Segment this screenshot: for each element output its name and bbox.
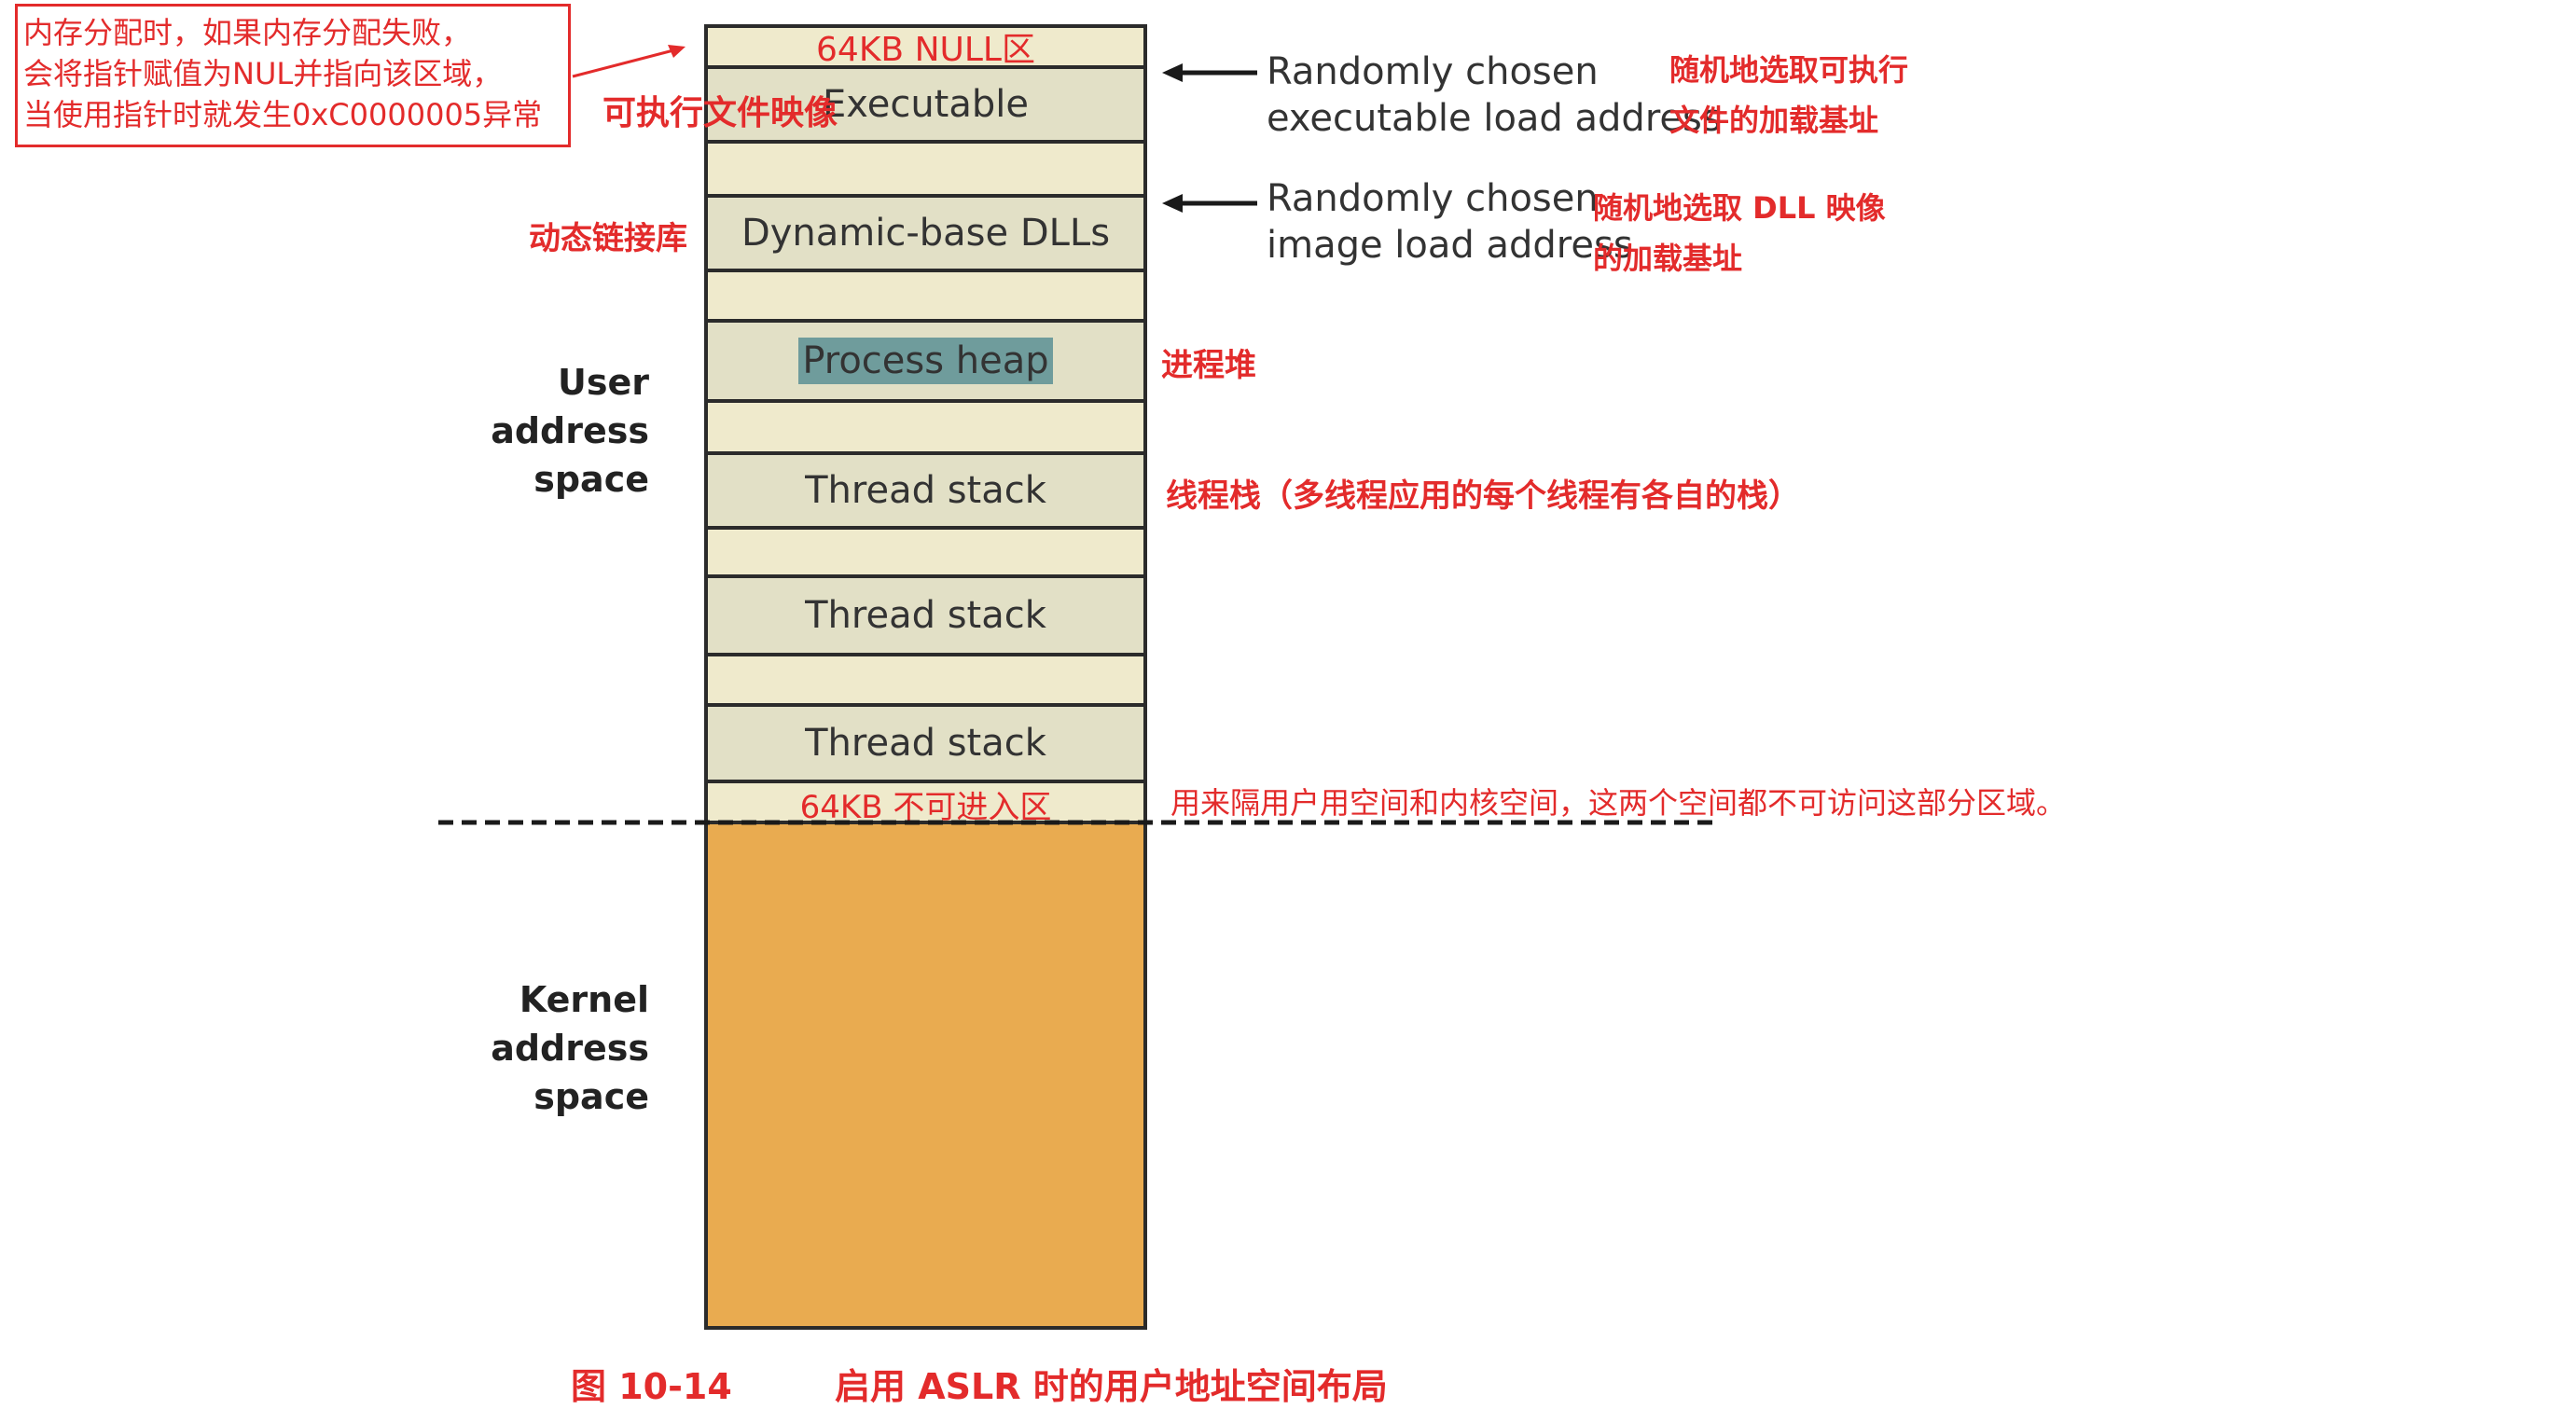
exe-arrowhead	[1162, 63, 1183, 82]
thread-stack-cn-label: 线程栈（多线程应用的每个线程有各自的栈）	[1166, 477, 1800, 515]
gap-2	[704, 269, 1147, 323]
kernel-space-line-1: Kernel	[519, 979, 649, 1020]
dll-annotation: Randomly chosen image load address	[1267, 175, 1633, 269]
kernel-space-block	[704, 821, 1147, 1330]
caption-number: 图 10-14	[571, 1366, 732, 1407]
null-note-box: 内存分配时，如果内存分配失败， 会将指针赋值为NUL并指向该区域， 当使用指针时…	[15, 4, 571, 147]
user-space-line-1: User	[558, 362, 649, 403]
user-space-line-2: address	[491, 410, 649, 451]
dll-label: Dynamic-base DLLs	[741, 212, 1111, 255]
null-region-label: 64KB NULL区	[816, 31, 1035, 69]
dll-annotation-line-2: image load address	[1267, 224, 1633, 267]
dll-block: Dynamic-base DLLs	[704, 194, 1147, 272]
null-note-line-1: 内存分配时，如果内存分配失败，	[23, 15, 472, 50]
exe-annotation-cn-line-1: 随机地选取可执行	[1669, 52, 1909, 88]
no-access-label: 64KB 不可进入区	[799, 788, 1052, 826]
process-heap-label: Process heap	[798, 338, 1053, 384]
kernel-space-line-2: address	[491, 1028, 649, 1069]
heap-cn-label: 进程堆	[1161, 347, 1256, 384]
executable-cn-label: 可执行文件映像	[602, 94, 838, 132]
no-access-region: 64KB 不可进入区	[704, 780, 1147, 826]
no-access-note: 用来隔用户用空间和内核空间，这两个空间都不可访问这部分区域。	[1170, 785, 2067, 821]
kernel-space-label: Kernel address space	[491, 975, 649, 1121]
thread-stack-label-1: Thread stack	[805, 469, 1046, 512]
null-note-line-2: 会将指针赋值为NUL并指向该区域，	[23, 56, 503, 91]
thread-stack-label-3: Thread stack	[805, 722, 1046, 765]
dll-annotation-cn: 随机地选取 DLL 映像 的加载基址	[1593, 183, 1886, 283]
gap-3	[704, 399, 1147, 455]
dll-annotation-cn-line-2: 的加载基址	[1593, 241, 1743, 276]
thread-stack-label-2: Thread stack	[805, 594, 1046, 637]
null-region: 64KB NULL区	[704, 24, 1147, 69]
dll-arrowhead	[1162, 194, 1183, 213]
user-space-label: User address space	[491, 358, 649, 504]
user-space-line-3: space	[533, 459, 649, 500]
null-note-line-3: 当使用指针时就发生0xC0000005异常	[23, 97, 543, 132]
dll-annotation-line-1: Randomly chosen	[1267, 177, 1599, 220]
null-note-arrowhead	[668, 45, 686, 58]
exe-annotation-line-2: executable load address	[1267, 97, 1722, 140]
exe-annotation-cn: 随机地选取可执行 文件的加载基址	[1669, 45, 1908, 145]
dll-cn-label: 动态链接库	[529, 220, 687, 257]
dll-annotation-cn-line-1: 随机地选取 DLL 映像	[1593, 190, 1886, 226]
kernel-space-line-3: space	[533, 1076, 649, 1117]
executable-label: Executable	[823, 83, 1029, 126]
exe-annotation: Randomly chosen executable load address	[1267, 48, 1722, 142]
null-note-arrow	[572, 48, 674, 78]
exe-annotation-cn-line-2: 文件的加载基址	[1669, 103, 1879, 138]
caption-title: 启用 ASLR 时的用户地址空间布局	[835, 1366, 1388, 1407]
exe-annotation-line-1: Randomly chosen	[1267, 50, 1599, 93]
